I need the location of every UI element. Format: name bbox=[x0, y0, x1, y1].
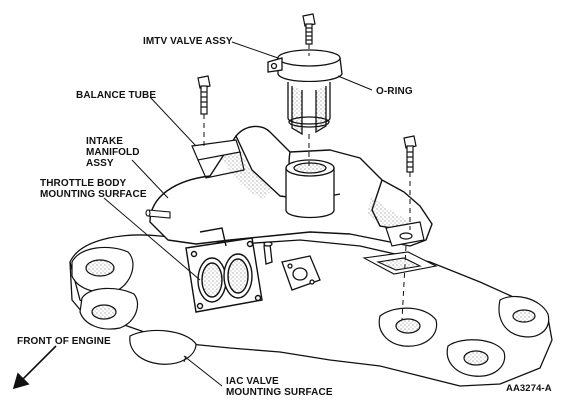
imtv-valve-assembly bbox=[267, 49, 343, 136]
label-throttle-body-line-2: MOUNTING SURFACE bbox=[40, 189, 147, 200]
label-imtv-valve-assy: IMTV VALVE ASSY bbox=[143, 36, 233, 47]
label-intake-manifold-assy-line-3: ASSY bbox=[86, 158, 114, 169]
balance-tube-bolt bbox=[197, 75, 211, 115]
throttle-body-mounting-flange bbox=[185, 227, 263, 313]
label-front-of-engine: FRONT OF ENGINE bbox=[17, 336, 111, 347]
figure-code: AA3274-A bbox=[506, 383, 552, 394]
right-mounting-ear bbox=[385, 221, 425, 247]
label-intake-manifold-assy-line-2: MANIFOLD bbox=[86, 147, 140, 158]
label-iac-valve-line-1: IAC VALVE bbox=[226, 376, 279, 387]
vacuum-nipple bbox=[145, 209, 171, 219]
left-runners bbox=[71, 246, 197, 365]
label-balance-tube: BALANCE TUBE bbox=[76, 90, 157, 101]
iac-valve-mounting-pad bbox=[263, 241, 321, 291]
label-o-ring: O-RING bbox=[376, 86, 413, 97]
label-throttle-body-mounting-surface: THROTTLE BODY MOUNTING SURFACE bbox=[40, 178, 147, 200]
right-manifold-bolt bbox=[403, 135, 417, 173]
imtv-port bbox=[285, 159, 335, 219]
label-iac-valve-mounting-surface: IAC VALVE MOUNTING SURFACE bbox=[226, 376, 333, 398]
front-arrow-icon bbox=[12, 345, 57, 390]
gasket-plate bbox=[362, 251, 438, 275]
label-intake-manifold-assy: INTAKE MANIFOLD ASSY bbox=[86, 136, 140, 169]
right-runners bbox=[378, 295, 550, 377]
alignment-lines bbox=[203, 44, 411, 321]
label-throttle-body-line-1: THROTTLE BODY bbox=[40, 178, 127, 189]
imtv-bolt bbox=[302, 13, 316, 45]
label-intake-manifold-assy-line-1: INTAKE bbox=[86, 136, 124, 147]
leader-lines bbox=[103, 41, 373, 387]
label-iac-valve-line-2: MOUNTING SURFACE bbox=[226, 387, 333, 398]
